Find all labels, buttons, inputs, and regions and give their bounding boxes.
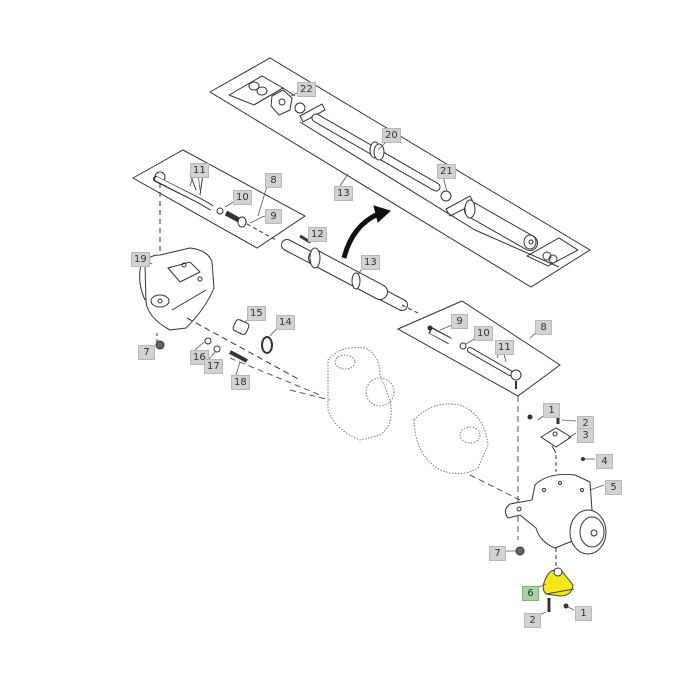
callout-part-22[interactable]: 22 <box>297 82 316 97</box>
callout-part-9[interactable]: 9 <box>451 314 468 329</box>
callout-part-19[interactable]: 19 <box>131 252 150 267</box>
callout-part-5[interactable]: 5 <box>605 480 622 495</box>
callout-part-14[interactable]: 14 <box>276 315 295 330</box>
callout-part-8[interactable]: 8 <box>265 173 282 188</box>
callout-part-2[interactable]: 2 <box>524 613 541 628</box>
steering-knuckle-5-artwork <box>504 414 607 572</box>
callout-part-3[interactable]: 3 <box>577 428 594 443</box>
cylinder-barrel-artwork <box>464 199 538 251</box>
steering-cylinder-13-artwork <box>281 205 421 315</box>
tie-rod-panel-right <box>396 300 561 540</box>
callout-part-20[interactable]: 20 <box>382 128 401 143</box>
callout-part-1[interactable]: 1 <box>575 606 592 621</box>
callout-part-1[interactable]: 1 <box>543 403 560 418</box>
end-cap-22-artwork <box>270 89 293 116</box>
callout-part-10[interactable]: 10 <box>233 190 252 205</box>
cylinder-kit-panel <box>209 57 591 288</box>
callout-part-6[interactable]: 6 <box>522 586 539 601</box>
callout-part-8[interactable]: 8 <box>535 320 552 335</box>
callout-part-4[interactable]: 4 <box>596 454 613 469</box>
callout-part-9[interactable]: 9 <box>265 209 282 224</box>
callout-part-12[interactable]: 12 <box>308 227 327 242</box>
axle-housing-19-artwork <box>139 247 301 381</box>
lower-ball-joint-6-highlight[interactable] <box>542 567 575 597</box>
callout-part-17[interactable]: 17 <box>204 359 223 374</box>
callout-part-7[interactable]: 7 <box>138 345 155 360</box>
callout-part-11[interactable]: 11 <box>495 340 514 355</box>
callout-part-21[interactable]: 21 <box>437 164 456 179</box>
piston-rod-20-artwork <box>311 113 441 192</box>
axle-center-ghost-artwork <box>289 347 489 474</box>
callout-part-13[interactable]: 13 <box>361 255 380 270</box>
callout-part-13[interactable]: 13 <box>334 186 353 201</box>
callout-part-18[interactable]: 18 <box>231 375 250 390</box>
callout-part-11[interactable]: 11 <box>190 163 209 178</box>
callout-part-10[interactable]: 10 <box>474 326 493 341</box>
callout-part-15[interactable]: 15 <box>247 306 266 321</box>
callout-part-7[interactable]: 7 <box>489 546 506 561</box>
